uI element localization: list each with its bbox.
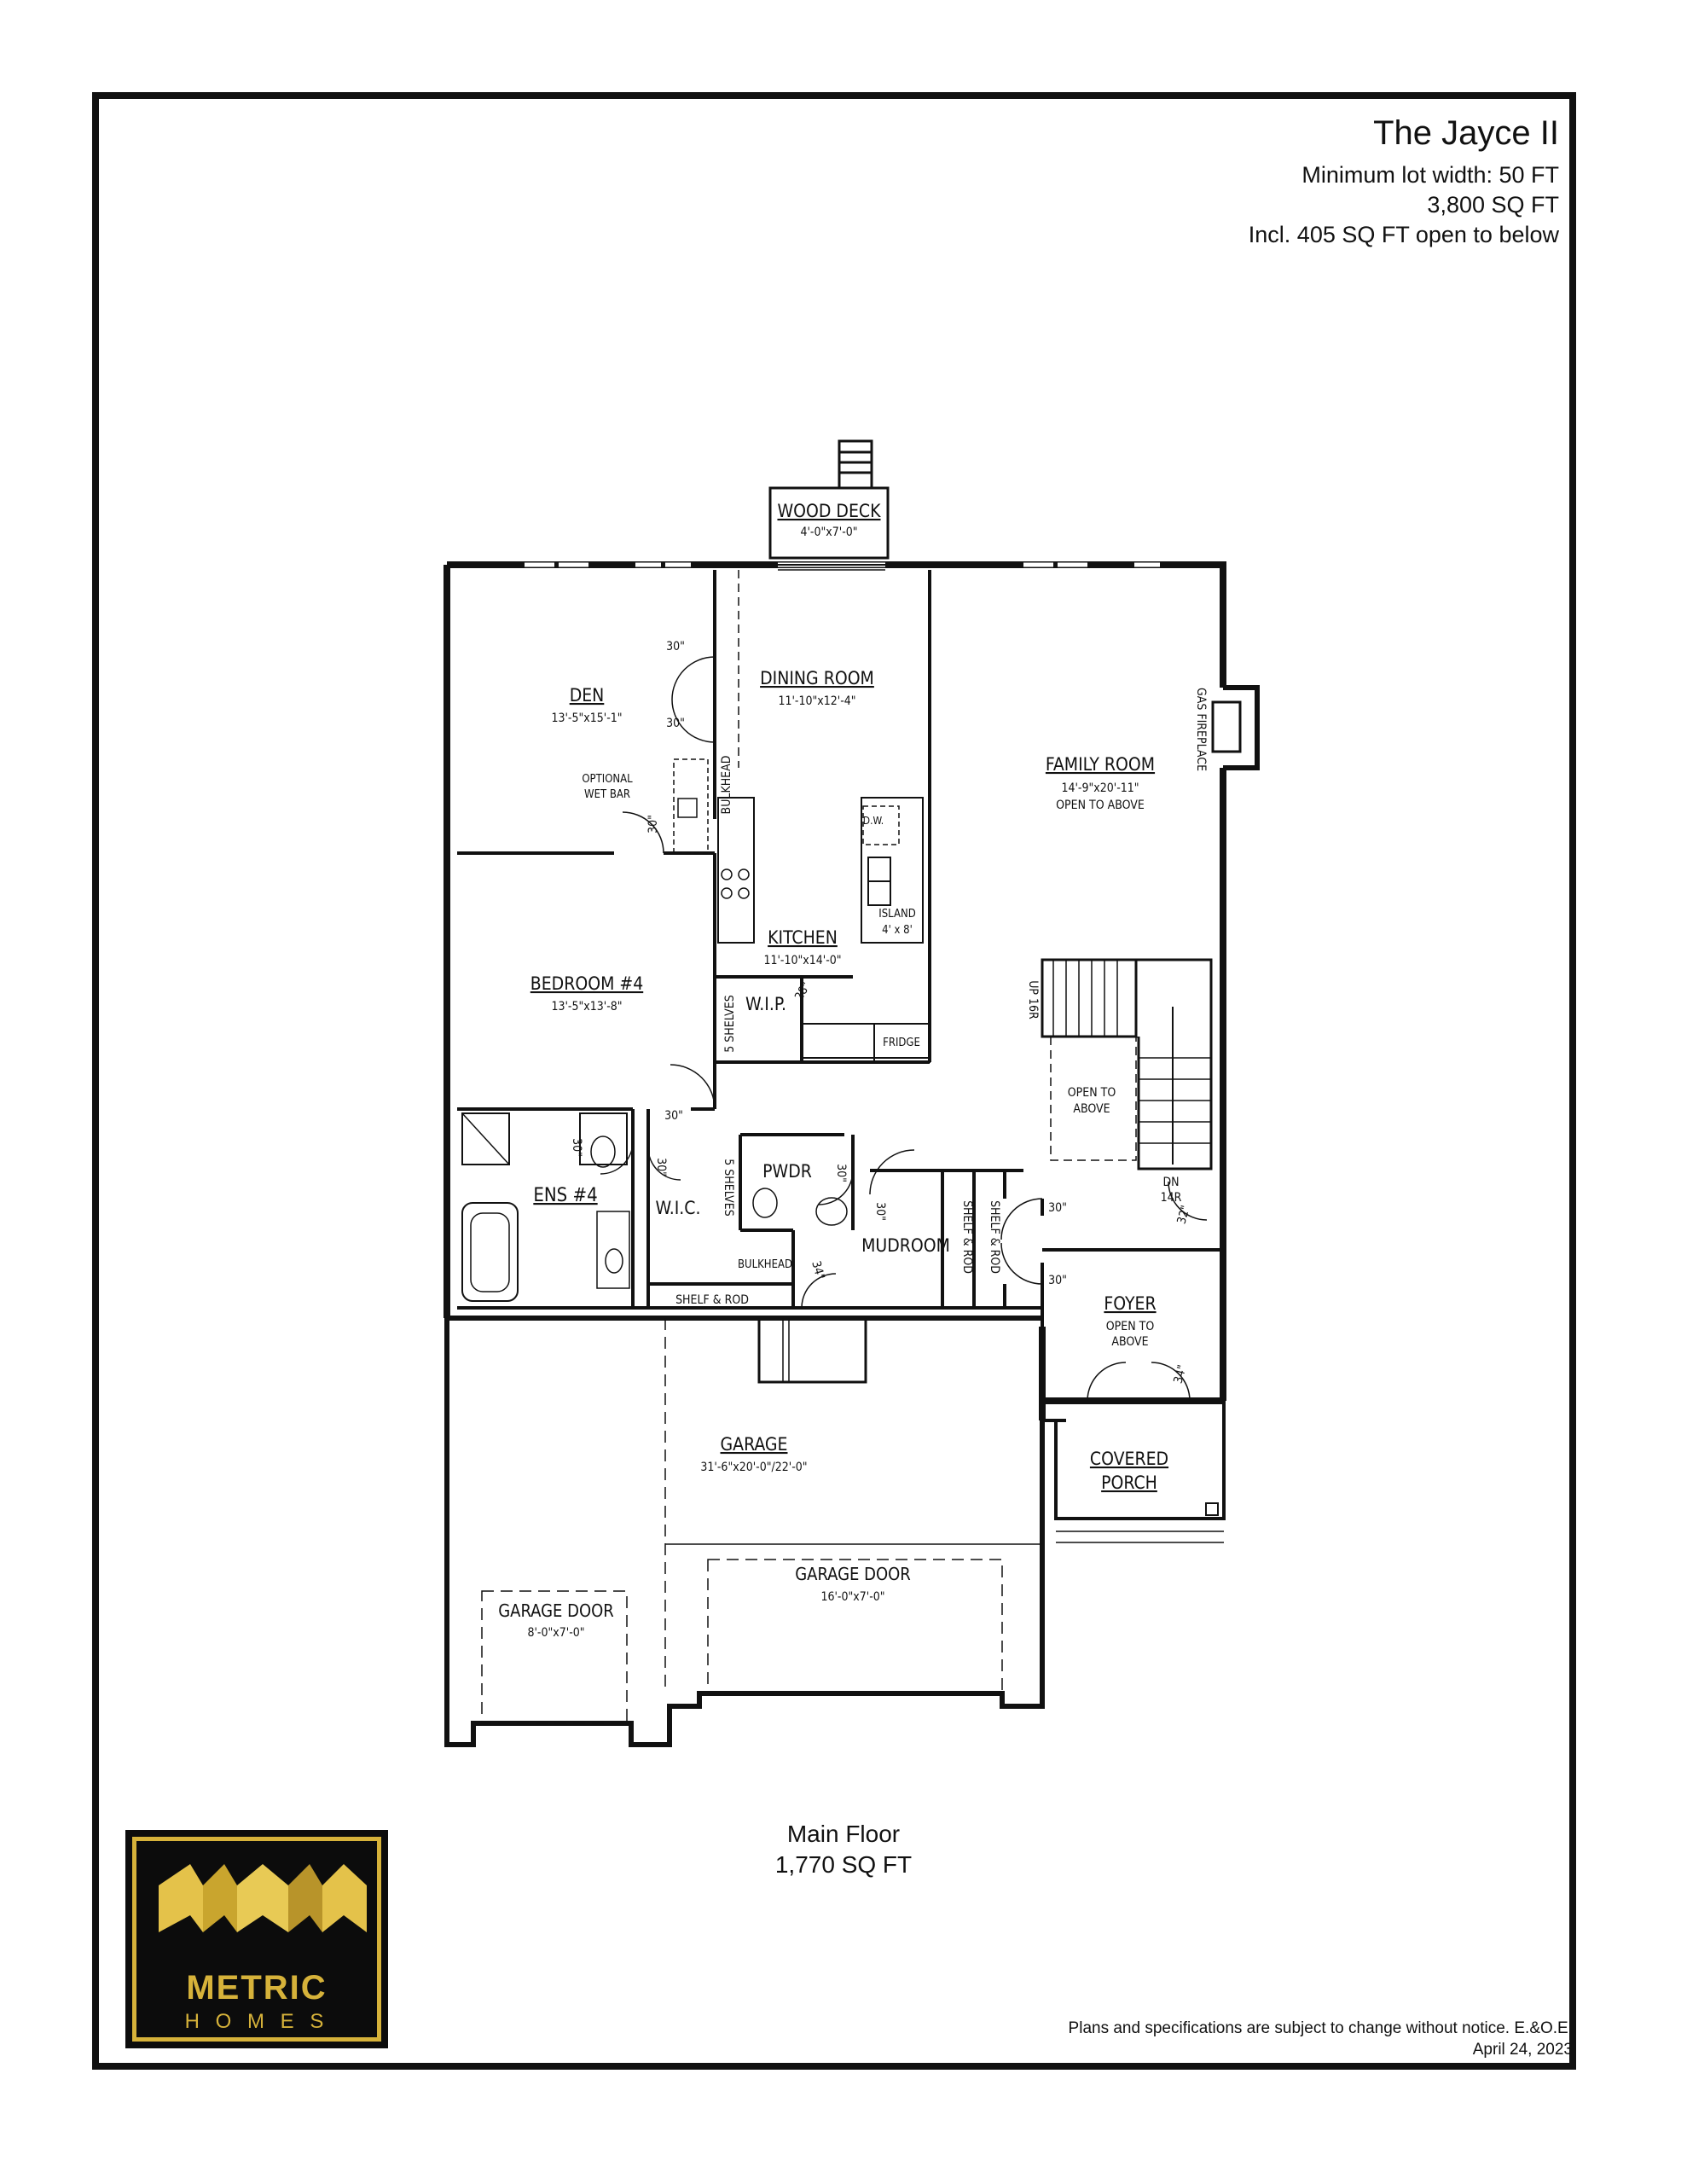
dining-room-dim: 11'-10"x12'-4" xyxy=(778,694,855,708)
shelf-rod-wic: SHELF & ROD xyxy=(675,1293,749,1307)
wood-deck-outline xyxy=(768,486,890,560)
garage-walls xyxy=(444,1316,1045,1747)
bulkhead-note-2: BULKHEAD xyxy=(738,1258,792,1271)
open-below-note: Incl. 405 SQ FT open to below xyxy=(1248,222,1559,247)
bedroom4-dim: 13'-5"x13'-8" xyxy=(551,1000,622,1014)
garage-label: GARAGE xyxy=(721,1434,788,1455)
metric-homes-logo: METRIC H O M E S xyxy=(125,1830,388,2048)
garage-dim: 31'-6"x20'-0"/22'-0" xyxy=(700,1461,807,1474)
shelves-wip: 5 SHELVES xyxy=(723,995,737,1052)
pwdr-label: PWDR xyxy=(762,1161,812,1182)
door-30-bed: 30" xyxy=(664,1109,683,1123)
gas-fireplace-note: GAS FIREPLACE xyxy=(1194,688,1208,771)
island-note-1: ISLAND xyxy=(878,908,915,921)
garage-door-large xyxy=(707,1559,1003,1694)
door-34-front: 34" xyxy=(1172,1363,1190,1385)
family-room-label: FAMILY ROOM xyxy=(1046,754,1155,775)
ens4-label: ENS #4 xyxy=(533,1185,597,1206)
open-above-note-1: OPEN TO xyxy=(1068,1086,1116,1100)
fridge xyxy=(873,1023,930,1063)
door-34-garage: 34" xyxy=(809,1259,826,1281)
open-above-note-2: ABOVE xyxy=(1073,1102,1110,1116)
wood-deck-dim: 4'-0"x7'-0" xyxy=(800,526,857,539)
dw-note: D.W. xyxy=(863,815,884,827)
wet-bar-note-1: OPTIONAL xyxy=(582,773,633,786)
floor-name: Main Floor xyxy=(786,1821,901,1847)
foyer-label: FOYER xyxy=(1104,1293,1156,1314)
stairs-down xyxy=(1136,958,1213,1170)
family-room-note: OPEN TO ABOVE xyxy=(1056,799,1145,812)
bathtub xyxy=(461,1202,519,1302)
garage-door-large-dim: 16'-0"x7'-0" xyxy=(820,1590,884,1604)
logo-mark-icon xyxy=(159,1864,367,1932)
den-label: DEN xyxy=(570,685,605,706)
disclaimer: Plans and specifications are subject to … xyxy=(1068,2019,1573,2037)
dn-stairs-1: DN xyxy=(1162,1176,1179,1189)
fridge-note: FRIDGE xyxy=(883,1037,920,1049)
fireplace-box xyxy=(1211,700,1242,753)
shelf-rod-1: SHELF & ROD xyxy=(960,1200,974,1274)
porch-label-2: PORCH xyxy=(1101,1472,1157,1493)
floor-sqft: 1,770 SQ FT xyxy=(774,1851,913,1878)
wet-bar-note-2: WET BAR xyxy=(584,788,630,801)
porch-outline xyxy=(1042,1401,1226,1520)
door-30-wic: 30" xyxy=(654,1158,668,1176)
door-30-den-2: 30" xyxy=(666,717,685,730)
dining-room-label: DINING ROOM xyxy=(760,668,874,688)
logo-word-metric: METRIC xyxy=(186,1969,328,2007)
porch-label-1: COVERED xyxy=(1090,1449,1168,1469)
garage-stairs xyxy=(757,1316,867,1384)
plan-date: April 24, 2023 xyxy=(1472,2041,1573,2059)
dn-stairs-2: 14R xyxy=(1161,1191,1182,1205)
family-room-dim: 14'-9"x20'-11" xyxy=(1061,781,1139,795)
door-30-foyer-1: 30" xyxy=(1048,1201,1067,1215)
wood-deck-label: WOOD DECK xyxy=(777,501,881,521)
door-30-ens: 30" xyxy=(570,1138,583,1157)
garage-door-small-dim: 8'-0"x7'-0" xyxy=(527,1626,584,1640)
stairs-up xyxy=(1041,958,1138,1038)
fireplace-bump xyxy=(1223,685,1260,770)
door-30-mud: 30" xyxy=(873,1202,887,1221)
page-frame xyxy=(92,92,1576,2070)
mudroom-label: MUDROOM xyxy=(861,1235,950,1256)
door-swings xyxy=(600,656,1208,1402)
total-sqft: 3,800 SQ FT xyxy=(1427,192,1559,218)
door-32-stairs: 32" xyxy=(1175,1204,1193,1225)
den-dim: 13'-5"x15'-1" xyxy=(551,712,622,725)
wip-label: W.I.P. xyxy=(745,994,786,1014)
door-30-wetbar: 30" xyxy=(646,815,660,834)
garage-door-small xyxy=(481,1590,628,1724)
lot-width: Minimum lot width: 50 FT xyxy=(1301,162,1559,188)
logo-word-homes: H O M E S xyxy=(184,2010,329,2033)
up-stairs-note: UP 16R xyxy=(1026,980,1040,1019)
foyer-note-1: OPEN TO xyxy=(1106,1320,1155,1333)
kitchen-dim: 11'-10"x14'-0" xyxy=(763,954,841,967)
bulkhead-note: BULKHEAD xyxy=(720,756,733,815)
plan-title: The Jayce II xyxy=(1373,114,1559,152)
island xyxy=(861,797,924,944)
door-28-wip: 28" xyxy=(792,980,814,1003)
kitchen-counter xyxy=(717,797,755,944)
garage-door-small-label: GARAGE DOOR xyxy=(498,1600,614,1621)
door-30-foyer-2: 30" xyxy=(1048,1274,1067,1287)
shelf-rod-2: SHELF & ROD xyxy=(988,1200,1001,1274)
island-note-2: 4' x 8' xyxy=(882,924,913,937)
door-30-den-1: 30" xyxy=(666,640,685,653)
garage-door-large-label: GARAGE DOOR xyxy=(795,1564,911,1584)
bedroom4-label: BEDROOM #4 xyxy=(530,973,643,994)
shelves-wic: 5 SHELVES xyxy=(722,1159,735,1216)
deck-stairs xyxy=(838,439,873,490)
wic-label: W.I.C. xyxy=(655,1198,700,1218)
door-30-pwdr: 30" xyxy=(834,1164,848,1182)
kitchen-label: KITCHEN xyxy=(768,927,838,948)
foyer-note-2: ABOVE xyxy=(1111,1335,1148,1349)
